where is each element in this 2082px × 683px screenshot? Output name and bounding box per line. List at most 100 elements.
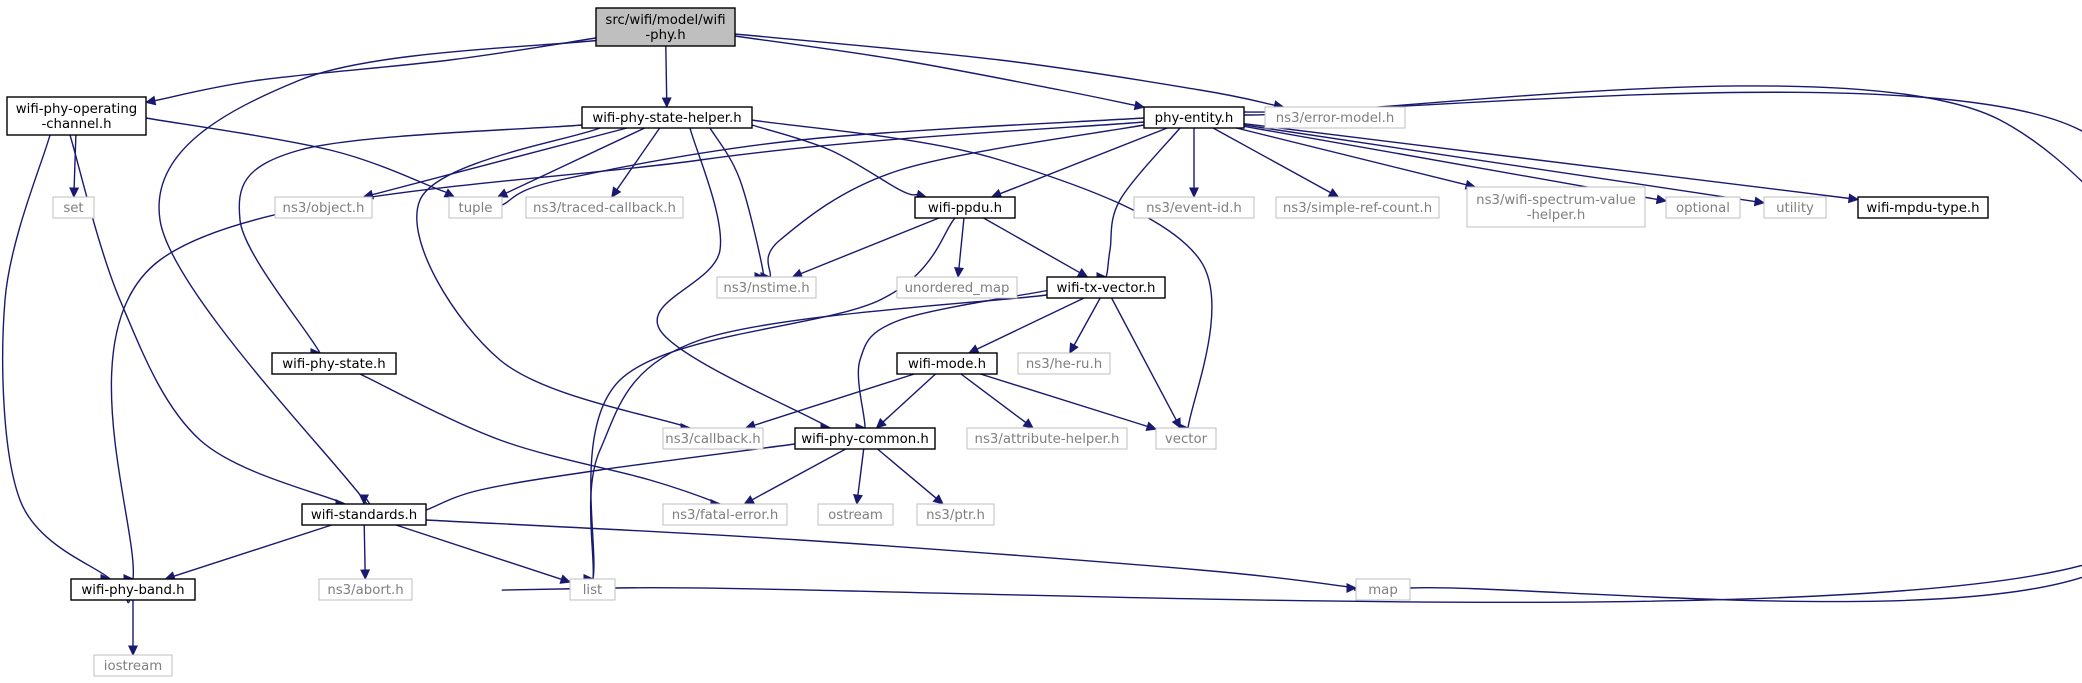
node-label: set — [63, 201, 83, 216]
node-ptr: ns3/ptr.h — [916, 503, 995, 526]
edge-ppdu-to-unordered_map — [954, 217, 965, 279]
node-opch[interactable]: wifi-phy-operating-channel.h — [6, 96, 147, 136]
edge-line — [877, 448, 937, 499]
node-mode[interactable]: wifi-mode.h — [896, 352, 998, 375]
node-label: map — [1368, 583, 1398, 598]
node-set: set — [52, 196, 95, 219]
edge-mode-to-attr_helper — [960, 373, 1034, 429]
node-label: ostream — [828, 508, 883, 523]
node-label: ns3/abort.h — [327, 583, 403, 598]
node-label: list — [583, 583, 603, 598]
node-box — [1017, 352, 1111, 375]
edge-line — [1236, 127, 1467, 186]
arrowhead-icon — [1171, 417, 1181, 430]
node-phy-state[interactable]: wifi-phy-state.h — [271, 352, 397, 375]
edge-root-to-phy_entity — [722, 33, 1146, 111]
node-txvector[interactable]: wifi-tx-vector.h — [1046, 276, 1166, 299]
node-box — [93, 654, 173, 677]
edge-txvector-to-heru — [1069, 297, 1101, 355]
edge-state_helper-to-traced_callback — [611, 127, 661, 198]
node-fatal-error: ns3/fatal-error.h — [662, 503, 788, 526]
edge-line — [173, 524, 332, 577]
edge-line — [800, 217, 940, 275]
edge-opch-to-band — [2, 122, 116, 586]
node-box — [1355, 578, 1411, 601]
edge-txvector-to-mode — [967, 297, 1085, 354]
node-label: tuple — [459, 201, 493, 216]
arrowhead-icon — [359, 494, 369, 506]
node-attr-helper: ns3/attribute-helper.h — [966, 427, 1128, 450]
arrowhead-icon — [443, 188, 456, 198]
arrowhead-icon — [1133, 100, 1146, 111]
node-box — [1143, 106, 1245, 129]
node-ppdu[interactable]: wifi-ppdu.h — [914, 196, 1016, 219]
node-error-model: ns3/error-model.h — [1264, 106, 1406, 129]
node-band[interactable]: wifi-phy-band.h — [70, 578, 196, 601]
node-spectrum-helper: ns3/wifi-spectrum-value-helper.h — [1466, 186, 1646, 228]
node-standards[interactable]: wifi-standards.h — [301, 503, 427, 526]
edge-line — [73, 134, 77, 189]
node-box — [1466, 186, 1646, 228]
arrowhead-icon — [875, 417, 887, 429]
edges — [2, 31, 2082, 657]
arrowhead-icon — [853, 493, 863, 506]
node-list: list — [569, 578, 616, 601]
node-mpdu-type[interactable]: wifi-mpdu-type.h — [1857, 196, 1989, 219]
arrowhead-icon — [128, 645, 138, 657]
node-root[interactable]: src/wifi/model/wifi-phy.h — [595, 7, 736, 47]
node-box — [914, 196, 1016, 219]
node-label: optional — [1676, 201, 1730, 216]
node-unordered-map: unordered_map — [896, 276, 1018, 299]
arrowhead-icon — [1189, 187, 1199, 199]
node-phy-entity[interactable]: phy-entity.h — [1143, 106, 1245, 129]
node-box — [716, 276, 817, 299]
node-box — [52, 196, 95, 219]
edge-common-to-ostream — [853, 448, 865, 506]
arrowhead-icon — [1076, 267, 1089, 278]
edge-txvector-to-vector — [1110, 297, 1181, 430]
edge-line — [745, 122, 918, 196]
node-label: ns3/simple-ref-count.h — [1283, 201, 1432, 216]
node-common[interactable]: wifi-phy-common.h — [794, 427, 936, 450]
node-box — [525, 196, 684, 219]
node-label: -channel.h — [41, 117, 111, 132]
edge-line — [616, 127, 661, 191]
node-label: wifi-phy-state.h — [282, 357, 385, 372]
node-traced-callback: ns3/traced-callback.h — [525, 196, 684, 219]
edge-line — [505, 127, 645, 194]
edge-state_helper-to-tuple — [496, 127, 645, 198]
node-box — [1665, 196, 1741, 219]
node-label: vector — [1165, 432, 1208, 447]
arrowhead-icon — [791, 268, 804, 279]
edge-phy_entity-to-mpdu_type — [1243, 122, 1860, 204]
edge-opch-to-set — [69, 134, 80, 199]
arrowhead-icon — [1069, 342, 1079, 355]
edge-standards-to-abort — [360, 524, 371, 581]
edge-root-to-standards — [158, 36, 622, 520]
edge-line — [857, 448, 865, 496]
edge-line — [1073, 297, 1101, 346]
node-label: ns3/error-model.h — [1276, 111, 1395, 126]
arrowhead-icon — [932, 494, 944, 505]
arrowhead-icon — [1753, 196, 1766, 207]
node-optional: optional — [1665, 196, 1741, 219]
arrowhead-icon — [1327, 188, 1340, 198]
edge-opch-to-tuple — [131, 114, 456, 198]
node-label: wifi-phy-state-helper.h — [592, 111, 741, 126]
node-box — [896, 352, 998, 375]
edge-line — [665, 45, 668, 99]
edge-line — [154, 35, 608, 102]
node-box — [569, 578, 616, 601]
node-label: utility — [1776, 201, 1814, 216]
node-label: ns3/callback.h — [665, 432, 760, 447]
edge-phy_entity-to-utility — [1243, 124, 1766, 207]
node-label: ns3/event-id.h — [1146, 201, 1242, 216]
node-label: ns3/fatal-error.h — [672, 508, 779, 523]
edge-mode-to-common — [875, 373, 936, 429]
edge-line — [65, 122, 355, 510]
edge-mode-to-vector — [980, 373, 1158, 431]
node-state-helper[interactable]: wifi-phy-state-helper.h — [581, 106, 753, 129]
node-label: ns3/traced-callback.h — [533, 201, 676, 216]
edge-line — [363, 524, 366, 571]
arrowhead-icon — [69, 187, 80, 199]
